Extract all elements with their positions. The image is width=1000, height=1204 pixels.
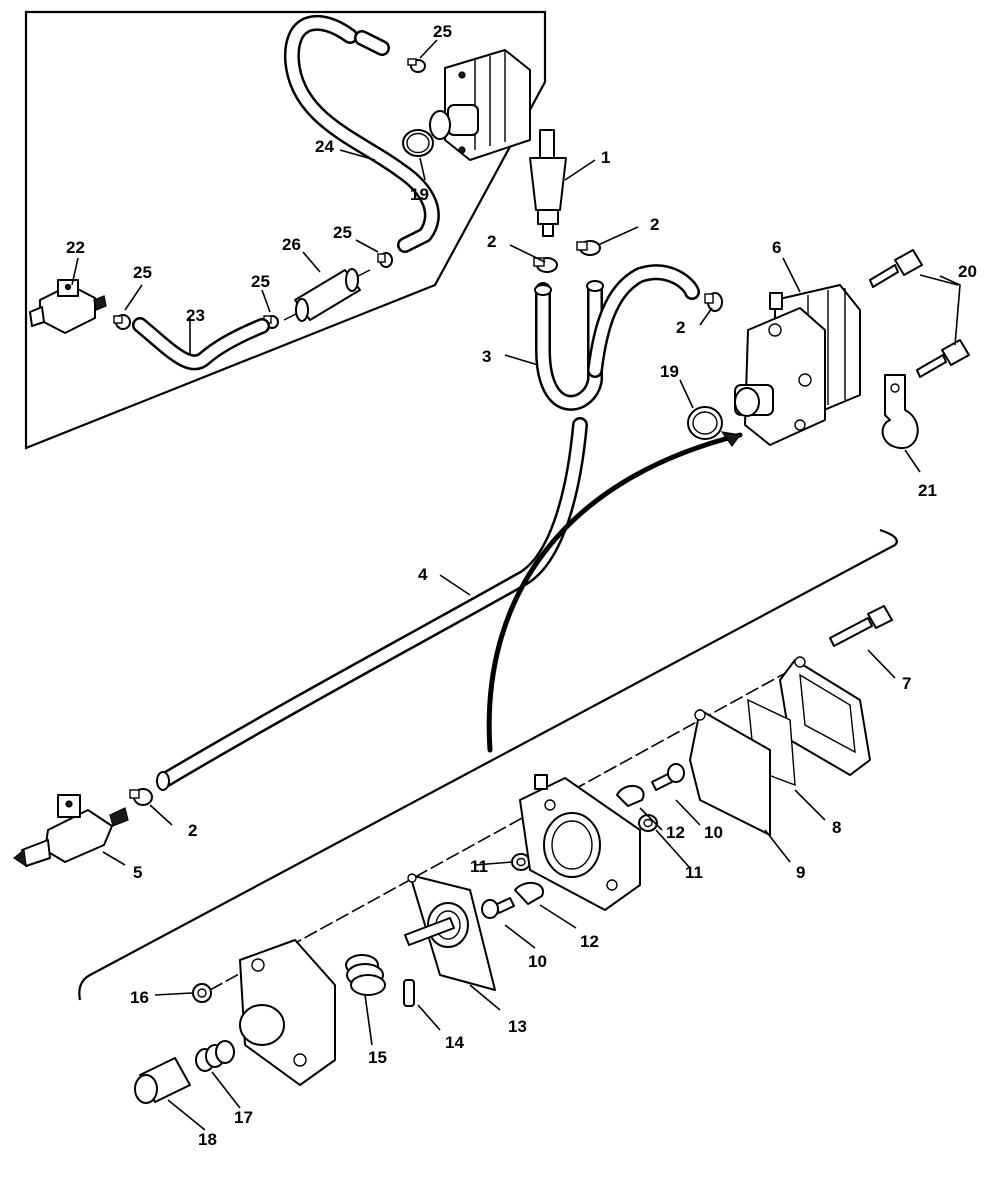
callout-9: 9 [796, 863, 805, 882]
part-26-inline-filter [283, 268, 371, 322]
callout-24: 24 [315, 137, 334, 156]
assembly-arrow [486, 431, 743, 753]
part-7-screw [829, 605, 893, 647]
callout-11-a: 11 [685, 863, 703, 882]
part-2-clamp-c [704, 292, 723, 312]
callout-26: 26 [282, 235, 301, 254]
part-20-bolt-a [869, 249, 923, 288]
part-15-spring [345, 954, 386, 996]
callout-2-d: 2 [188, 821, 197, 840]
part-2-clamp-b [576, 240, 601, 256]
callout-12-b: 12 [580, 932, 599, 951]
part-24-fuel-hose [283, 14, 440, 253]
part-1-fuel-filter [529, 129, 567, 237]
part-22-fuel-connector [29, 279, 107, 334]
callout-13: 13 [508, 1017, 527, 1036]
callout-25-b: 25 [333, 223, 352, 242]
part-4-fuel-hose [156, 417, 588, 791]
part-18-plunger [134, 1057, 191, 1104]
callout-16: 16 [130, 988, 149, 1007]
part-6-fuel-pump [734, 284, 861, 446]
part-13-diaphragm [404, 873, 496, 991]
callout-10-b: 10 [528, 952, 547, 971]
part-3-y-hose [534, 264, 700, 411]
part-19-o-ring [687, 406, 723, 440]
pump-detail-frame [78, 528, 898, 1001]
callout-25-a: 25 [433, 22, 452, 41]
part-19-o-ring-inset [402, 129, 434, 157]
part-10-screw-a [651, 763, 685, 791]
callout-23: 23 [186, 306, 205, 325]
part-pump-body [519, 774, 641, 911]
callout-10-a: 10 [704, 823, 723, 842]
callout-15: 15 [368, 1048, 387, 1067]
callout-17: 17 [234, 1108, 253, 1127]
callout-20: 20 [958, 262, 977, 281]
part-25-clamp-mid [377, 252, 393, 268]
callout-1: 1 [601, 148, 610, 167]
callout-5: 5 [133, 863, 142, 882]
leader-lines [71, 39, 961, 1131]
inset-panel [24, 10, 547, 450]
part-12-check-valve-a [616, 785, 645, 807]
callout-18: 18 [198, 1130, 217, 1149]
part-short-hose [354, 30, 390, 56]
callout-2-c: 2 [676, 318, 685, 337]
part-21-clip [881, 374, 919, 450]
callout-4: 4 [418, 565, 428, 584]
part-12-check-valve-b [514, 881, 544, 905]
callout-6: 6 [772, 238, 781, 257]
part-2-clamp-d [129, 788, 153, 806]
part-23-fuel-hose [132, 317, 270, 371]
part-10-screw-b [481, 897, 515, 919]
part-9-gasket [689, 709, 771, 836]
part-5-fuel-connector [12, 794, 129, 868]
callout-2-b: 2 [650, 215, 659, 234]
callout-11-b: 11 [470, 857, 488, 876]
part-25-clamp-left [113, 314, 131, 330]
part-14-pin [403, 979, 415, 1007]
part-8-cover [747, 656, 871, 787]
part-25-clamp-top [407, 58, 426, 73]
callout-8: 8 [832, 818, 841, 837]
callout-19-a: 19 [660, 362, 679, 381]
part-17-spring [195, 1040, 235, 1072]
callout-3: 3 [482, 347, 491, 366]
callout-25-d: 25 [251, 272, 270, 291]
part-pump-housing [239, 939, 336, 1086]
callout-2-a: 2 [487, 232, 496, 251]
callout-19-b: 19 [410, 185, 429, 204]
part-fuel-pump-inset [429, 49, 531, 161]
callout-22: 22 [66, 238, 85, 257]
callout-25-c: 25 [133, 263, 152, 282]
part-16-nut [192, 983, 212, 1003]
part-2-clamp-a [533, 257, 558, 273]
callout-14: 14 [445, 1033, 464, 1052]
callout-labels: 1 2 2 2 2 3 4 5 6 7 8 9 10 10 11 11 12 1… [66, 22, 977, 1149]
callout-21: 21 [918, 481, 937, 500]
callout-7: 7 [902, 674, 911, 693]
callout-12-a: 12 [666, 823, 685, 842]
part-20-bolt-b [916, 339, 970, 378]
